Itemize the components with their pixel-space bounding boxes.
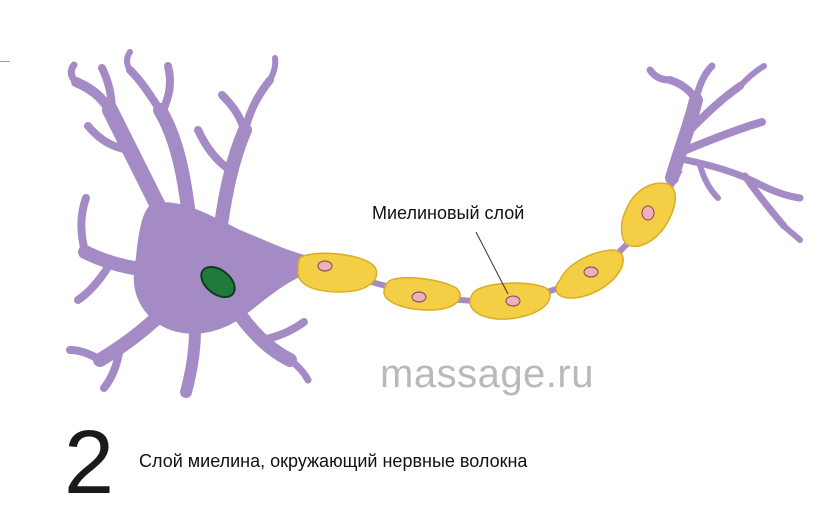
dendrite	[66, 346, 104, 364]
corner-divider-line	[0, 61, 10, 62]
terminal-branch	[697, 162, 721, 201]
dendrite	[153, 103, 197, 232]
figure-caption: Слой миелина, окружающий нервные волокна	[139, 451, 528, 471]
figure-number: 2	[64, 413, 115, 513]
cell-nucleus	[200, 265, 236, 299]
dendrite	[218, 91, 249, 136]
dendrite	[241, 76, 274, 134]
dendrite	[84, 122, 134, 154]
terminal-branch	[682, 118, 766, 154]
schwann-nucleus	[641, 205, 655, 221]
terminal-branch	[737, 63, 767, 89]
dendrite	[93, 303, 172, 367]
myelin-segment	[383, 277, 461, 311]
schwann-nucleus	[583, 266, 599, 278]
terminal-branch	[781, 223, 803, 243]
terminal-branch	[692, 62, 716, 102]
schwann-nucleus	[317, 260, 333, 272]
dendrite	[67, 61, 80, 86]
myelin-segment	[297, 252, 378, 293]
dendrite	[100, 341, 124, 392]
dendrite	[126, 66, 164, 114]
dendrite	[158, 62, 174, 116]
dendrite	[213, 123, 252, 239]
dendrite	[74, 260, 114, 304]
dendrite	[180, 324, 201, 398]
dendrite	[256, 318, 308, 344]
dendrite	[77, 194, 90, 256]
myelin-segment	[469, 282, 551, 320]
dendrite	[98, 64, 116, 116]
terminal-branch	[646, 66, 674, 84]
neuron-cell-body	[66, 49, 312, 398]
dendrite	[194, 126, 234, 174]
dendrite	[124, 49, 133, 73]
axon-terminal	[646, 62, 804, 243]
dendrite	[71, 77, 115, 115]
terminal-branch	[665, 93, 703, 185]
dendrite	[78, 245, 157, 277]
terminal-branch	[751, 178, 804, 202]
watermark: massage.ru	[380, 352, 594, 396]
terminal-branch	[741, 172, 788, 230]
terminal-branch	[686, 82, 744, 134]
schwann-nucleus	[411, 291, 427, 303]
callout-leader-line	[475, 231, 509, 295]
dendrite	[286, 356, 312, 384]
schwann-nucleus	[505, 295, 521, 307]
myelin-layer-label: Миелиновый слой	[372, 203, 525, 223]
dendrite	[267, 55, 279, 83]
terminal-branch	[666, 76, 700, 104]
myelin-sheath	[297, 182, 676, 320]
myelin-segment	[555, 249, 624, 299]
myelin-segment	[620, 182, 676, 248]
dendrite	[102, 102, 178, 238]
